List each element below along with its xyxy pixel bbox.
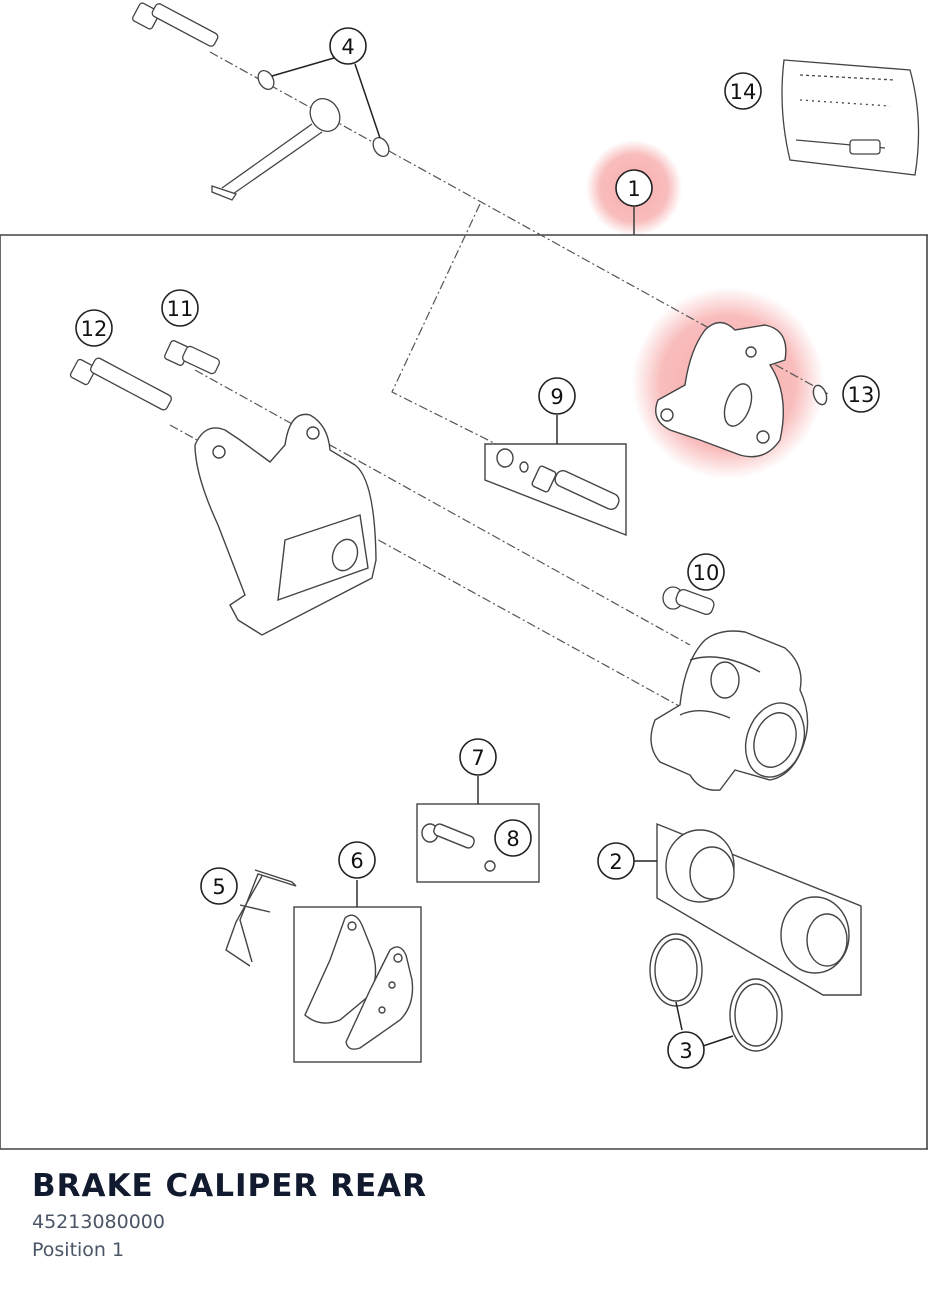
spring-clip: [225, 869, 297, 967]
bolt-and-washers-group: [132, 2, 390, 201]
callout-12-label: 12: [81, 317, 108, 341]
callout-9-label: 9: [550, 385, 563, 409]
brake-pads-box: [293, 880, 422, 1063]
callout-5-circle[interactable]: [200, 867, 238, 905]
callout-6-circle[interactable]: [338, 841, 376, 879]
exploded-parts-diagram: 1 2 3 4 5 6 7 8 9 10 11 12 13 14: [0, 2, 928, 1150]
pin-kit-box: [484, 415, 627, 537]
callout-13-circle[interactable]: [842, 375, 880, 413]
callout-bubbles: [75, 27, 880, 1069]
callout-7-label: 7: [471, 746, 484, 770]
callout-3-label: 3: [679, 1039, 692, 1063]
callout-3-leaders: [675, 1001, 734, 1047]
callout-labels: 1 2 3 4 5 6 7 8 9 10 11 12 13 14: [81, 35, 875, 1063]
callout-13-label: 13: [848, 383, 875, 407]
assembly-title: BRAKE CALIPER REAR: [32, 1168, 427, 1204]
callout-14-circle[interactable]: [724, 72, 762, 110]
callout-6-label: 6: [350, 849, 363, 873]
callout-7-circle[interactable]: [459, 738, 497, 776]
manual-booklet: [781, 59, 920, 176]
pistons-box: [633, 822, 862, 996]
piston-seals: [649, 933, 783, 1052]
callout-4-circle[interactable]: [329, 27, 367, 65]
callout-4-label: 4: [341, 35, 354, 59]
callout-9-circle[interactable]: [538, 377, 576, 415]
callout-2-circle[interactable]: [597, 842, 635, 880]
callout-1-circle[interactable]: [615, 169, 653, 207]
part-number: 45213080000: [32, 1211, 165, 1233]
callout-2-label: 2: [609, 850, 622, 874]
footer-panel: [0, 1150, 928, 1290]
callout-4-leaders: [271, 57, 381, 139]
brake-caliper-bracket: [655, 321, 828, 458]
brake-caliper: [650, 630, 809, 791]
bolts-11-12: [69, 340, 221, 411]
callout-10-circle[interactable]: [687, 553, 725, 591]
callout-5-label: 5: [212, 875, 225, 899]
callout-11-label: 11: [167, 297, 194, 321]
diagram-frame: [0, 207, 928, 1150]
callout-3-circle[interactable]: [667, 1031, 705, 1069]
bolt-10: [662, 586, 715, 615]
callout-11-circle[interactable]: [161, 289, 199, 327]
position-label: Position 1: [32, 1239, 125, 1261]
callout-8-circle[interactable]: [494, 819, 532, 857]
callout-8-label: 8: [506, 827, 519, 851]
callout-1-label: 1: [627, 177, 640, 201]
callout-10-label: 10: [693, 561, 720, 585]
callout-12-circle[interactable]: [75, 309, 113, 347]
caliper-mounting-plate: [194, 413, 377, 636]
callout-14-label: 14: [730, 80, 757, 104]
